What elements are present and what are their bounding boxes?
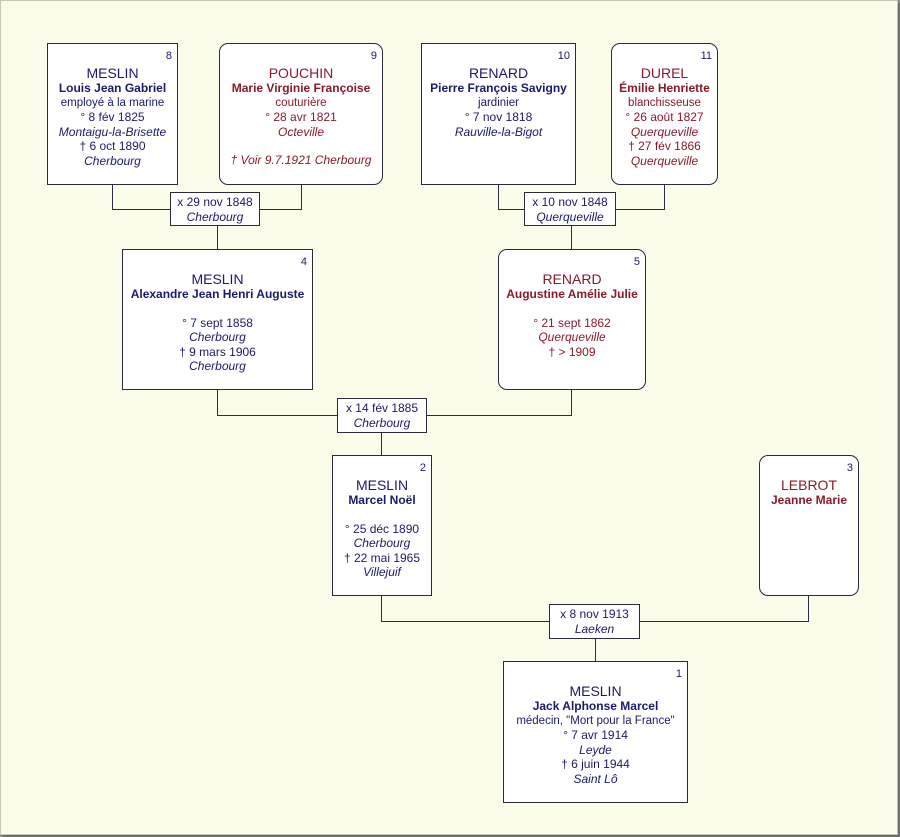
death-place: Querqueville (630, 153, 699, 168)
marriage-box: x 8 nov 1913 Laeken (549, 604, 640, 639)
spacer (220, 139, 382, 153)
death-note: † Voir 9.7.1921 Cherbourg (230, 153, 372, 168)
death-date: † 6 juin 1944 (561, 757, 630, 772)
surname: RENARD (542, 271, 602, 287)
sosa-number: 9 (370, 50, 377, 62)
birth-date: ° 8 fév 1825 (80, 110, 145, 125)
marriage-date: x 8 nov 1913 (560, 607, 629, 621)
birth-place: Rauville-la-Bigot (454, 124, 543, 139)
birth-date: ° 7 sept 1858 (182, 315, 253, 330)
birth-place: Querqueville (538, 330, 606, 345)
death-date: † 9 mars 1906 (179, 344, 256, 359)
connector-line (112, 185, 170, 210)
birth-place: Querqueville (630, 124, 699, 139)
connector-line (498, 185, 524, 210)
sosa-number: 10 (557, 50, 570, 62)
death-place: Cherbourg (84, 153, 141, 168)
connector-line (616, 185, 665, 210)
occupation: médecin, "Mort pour la France" (516, 714, 675, 727)
birth-date: ° 7 avr 1914 (563, 728, 628, 743)
death-date: † 6 oct 1890 (79, 139, 146, 154)
birth-place: Cherbourg (189, 330, 246, 345)
sosa-number: 3 (846, 462, 853, 474)
marriage-place: Cherbourg (353, 415, 411, 430)
surname: POUCHIN (268, 65, 334, 81)
death-date: † 22 mai 1965 (343, 550, 421, 565)
given-names: Louis Jean Gabriel (58, 81, 167, 95)
marriage-place: Querqueville (536, 209, 604, 224)
connector-line (217, 390, 337, 416)
death-place: Saint Lô (573, 771, 618, 786)
spacer (499, 302, 645, 316)
surname: LEBROT (780, 477, 837, 493)
occupation: employé à la marine (60, 96, 165, 109)
death-place: Cherbourg (189, 359, 246, 374)
person-card-2[interactable]: 2 MESLIN Marcel Noël ° 25 déc 1890 Cherb… (332, 455, 432, 596)
given-names: Marie Virginie Françoise (231, 81, 371, 95)
death-date: † > 1909 (548, 344, 596, 359)
given-names: Jeanne Marie (770, 493, 848, 507)
person-card-11[interactable]: 11 DUREL Émilie Henriette blanchisseuse … (611, 43, 718, 185)
sosa-number: 11 (700, 50, 712, 62)
person-card-1[interactable]: 1 MESLIN Jack Alphonse Marcel médecin, "… (503, 661, 688, 803)
sosa-number: 5 (633, 256, 640, 268)
surname: MESLIN (86, 65, 139, 81)
sosa-number: 4 (300, 256, 307, 268)
birth-date: ° 28 avr 1821 (265, 110, 337, 125)
person-card-4[interactable]: 4 MESLIN Alexandre Jean Henri Auguste ° … (122, 249, 313, 390)
birth-date: ° 25 déc 1890 (344, 521, 420, 536)
marriage-date: x 10 nov 1848 (532, 195, 608, 209)
surname: DUREL (640, 65, 689, 81)
marriage-box: x 10 nov 1848 Querqueville (524, 192, 616, 226)
occupation: blanchisseuse (628, 96, 701, 109)
connector-line (260, 185, 302, 210)
surname: MESLIN (191, 271, 244, 287)
surname: RENARD (468, 65, 529, 81)
birth-place: Montaigu-la-Brisette (58, 124, 167, 139)
given-names: Alexandre Jean Henri Auguste (130, 287, 305, 301)
connector-line (640, 596, 809, 622)
sosa-number: 1 (675, 668, 682, 680)
spacer (333, 508, 431, 522)
surname: MESLIN (355, 477, 409, 493)
spacer (123, 302, 312, 316)
birth-place: Leyde (579, 742, 612, 757)
person-card-9[interactable]: 9 POUCHIN Marie Virginie Françoise coutu… (219, 43, 383, 185)
marriage-box: x 29 nov 1848 Cherbourg (170, 192, 260, 226)
given-names: Augustine Amélie Julie (506, 287, 638, 301)
given-names: Marcel Noël (348, 493, 416, 507)
marriage-date: x 29 nov 1848 (177, 195, 253, 209)
given-names: Émilie Henriette (619, 81, 710, 95)
person-card-8[interactable]: 8 MESLIN Louis Jean Gabriel employé à la… (47, 43, 178, 185)
connector-line (381, 596, 549, 622)
birth-date: ° 26 août 1827 (625, 110, 704, 125)
surname: MESLIN (569, 683, 622, 699)
person-card-5[interactable]: 5 RENARD Augustine Amélie Julie ° 21 sep… (498, 249, 646, 390)
occupation: jardinier (478, 96, 519, 109)
person-card-3[interactable]: 3 LEBROT Jeanne Marie (759, 455, 859, 596)
marriage-date: x 14 fév 1885 (345, 401, 419, 415)
marriage-place: Laeken (574, 621, 615, 636)
occupation: couturière (275, 96, 327, 109)
marriage-place: Cherbourg (186, 209, 244, 224)
connector-line (427, 390, 572, 416)
sosa-number: 2 (419, 462, 426, 474)
marriage-box: x 14 fév 1885 Cherbourg (337, 398, 427, 433)
birth-place: Octeville (277, 124, 324, 139)
given-names: Jack Alphonse Marcel (532, 699, 659, 713)
person-card-10[interactable]: 10 RENARD Pierre François Savigny jardin… (421, 43, 576, 185)
death-date: † 27 fév 1866 (628, 139, 701, 154)
birth-place: Cherbourg (353, 536, 411, 551)
death-place: Villejuif (363, 565, 401, 580)
given-names: Pierre François Savigny (430, 81, 567, 95)
birth-date: ° 7 nov 1818 (464, 110, 533, 125)
birth-date: ° 21 sept 1862 (533, 315, 611, 330)
sosa-number: 8 (165, 50, 172, 62)
